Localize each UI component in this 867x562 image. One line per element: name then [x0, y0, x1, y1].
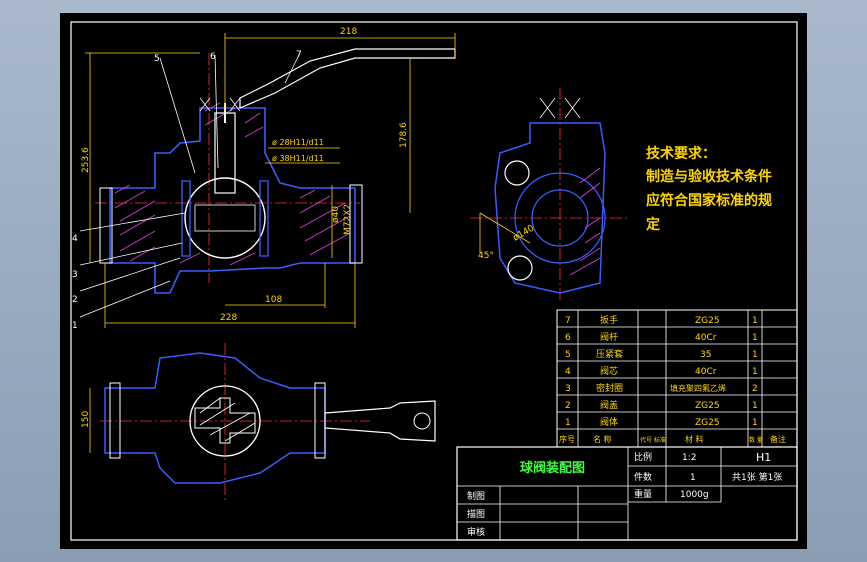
dim-178: 178.6 — [399, 122, 409, 148]
balloon-7: 7 — [296, 50, 302, 60]
svg-text:35: 35 — [700, 350, 711, 360]
svg-text:1: 1 — [752, 418, 758, 428]
drawing-title: 球阀装配图 — [520, 460, 585, 476]
balloon-1: 1 — [72, 321, 78, 331]
front-view — [79, 33, 456, 328]
svg-text:1: 1 — [752, 367, 758, 377]
dim-108: 108 — [265, 295, 282, 305]
svg-text:1: 1 — [752, 350, 758, 360]
dim-angle: 45° — [478, 251, 494, 261]
requirements-line-2: 应符合国家标准的规 — [646, 192, 772, 209]
svg-text:阀杆: 阀杆 — [600, 331, 618, 343]
top-view — [89, 343, 436, 503]
title-block: 球阀装配图 比例 1:2 件数 1 重量 1000g H1 共1张 第1张 制图… — [456, 446, 798, 541]
svg-text:ZG25: ZG25 — [695, 316, 720, 326]
balloon-5: 5 — [154, 54, 160, 64]
dim-m72: M72X2 — [343, 204, 353, 235]
weight-label: 重量 — [634, 488, 652, 500]
svg-text:6: 6 — [565, 333, 571, 343]
svg-text:4: 4 — [565, 367, 571, 377]
count-label: 件数 — [634, 471, 652, 483]
dim-d40: ø40 — [331, 206, 341, 223]
bom-row: 4 阀芯 40Cr 1 — [565, 365, 758, 377]
bom-row: 7 扳手 ZG25 1 — [565, 314, 758, 326]
svg-text:阀盖: 阀盖 — [600, 399, 618, 411]
dim-253: 253.6 — [81, 147, 91, 173]
checked-label: 审核 — [467, 526, 485, 538]
balloon-6: 6 — [210, 52, 216, 62]
balloon-2: 2 — [72, 295, 78, 305]
requirements-title: 技术要求： — [646, 145, 716, 162]
bom-row: 3 密封圈 填充聚四氟乙烯 2 — [565, 382, 758, 394]
drawing-sheet: 218 253.6 178.6 108 228 150 ø40 M72X2 ø1… — [60, 13, 807, 549]
scale-label: 比例 — [634, 451, 652, 463]
bom-row: 2 阀盖 ZG25 1 — [565, 399, 758, 411]
drawn-label: 制图 — [467, 490, 485, 502]
svg-text:密封圈: 密封圈 — [596, 382, 623, 394]
part-balloons: 1 2 3 4 5 6 7 — [72, 50, 302, 331]
dim-228: 228 — [220, 313, 237, 323]
svg-text:2: 2 — [565, 401, 571, 411]
weight-value: 1000g — [680, 490, 709, 500]
svg-text:3: 3 — [565, 384, 571, 394]
side-view — [470, 88, 630, 303]
svg-text:材 料: 材 料 — [685, 434, 704, 444]
bom-row: 6 阀杆 40Cr 1 — [565, 331, 758, 343]
svg-text:7: 7 — [565, 316, 571, 326]
svg-text:1: 1 — [752, 333, 758, 343]
svg-text:填充聚四氟乙烯: 填充聚四氟乙烯 — [670, 383, 726, 393]
bom-header: 序号 名 称 代号 标准 材 料 数 量 备注 — [559, 434, 786, 444]
svg-text:1: 1 — [565, 418, 571, 428]
requirements-line-1: 制造与验收技术条件 — [646, 168, 772, 185]
drawing-frame — [70, 21, 798, 541]
fit-38: ø 38H11/d11 — [272, 154, 324, 163]
balloon-3: 3 — [72, 270, 78, 280]
svg-text:40Cr: 40Cr — [695, 367, 717, 377]
sheet-count: 共1张 第1张 — [732, 471, 782, 483]
svg-text:扳手: 扳手 — [600, 314, 618, 326]
assembly-drawing: 218 253.6 178.6 108 228 150 ø40 M72X2 ø1… — [70, 21, 798, 541]
svg-text:2: 2 — [752, 384, 758, 394]
svg-text:ZG25: ZG25 — [695, 401, 720, 411]
technical-requirements: 技术要求： 制造与验收技术条件 应符合国家标准的规 定 — [646, 145, 772, 233]
svg-text:代号 标准: 代号 标准 — [640, 436, 666, 444]
svg-text:ZG25: ZG25 — [695, 418, 720, 428]
balloon-4: 4 — [72, 234, 78, 244]
requirements-line-3: 定 — [646, 216, 660, 233]
bom-table: 7 扳手 ZG25 1 6 阀杆 40Cr 1 5 压紧套 35 1 4 阀芯 40Cr 1 3… — [556, 309, 798, 448]
traced-label: 描图 — [467, 508, 485, 520]
svg-text:40Cr: 40Cr — [695, 333, 717, 343]
svg-text:5: 5 — [565, 350, 571, 360]
svg-text:压紧套: 压紧套 — [596, 348, 623, 360]
svg-text:数 量: 数 量 — [749, 436, 763, 444]
sheet-code: H1 — [756, 451, 771, 464]
scale-value: 1:2 — [682, 453, 696, 463]
bom-rows: 7 扳手 ZG25 1 6 阀杆 40Cr 1 5 压紧套 35 1 4 阀芯 40Cr 1 3… — [559, 314, 786, 444]
bom-row: 5 压紧套 35 1 — [565, 348, 758, 360]
svg-text:1: 1 — [752, 316, 758, 326]
count-value: 1 — [690, 473, 696, 483]
svg-text:阀体: 阀体 — [600, 416, 618, 428]
svg-text:名 称: 名 称 — [593, 434, 612, 444]
fit-28: ø 28H11/d11 — [272, 138, 324, 147]
dim-218: 218 — [340, 27, 357, 37]
svg-text:1: 1 — [752, 401, 758, 411]
svg-text:备注: 备注 — [770, 434, 786, 444]
dimension-labels: 218 253.6 178.6 108 228 150 ø40 M72X2 ø1… — [81, 27, 536, 428]
svg-text:阀芯: 阀芯 — [600, 365, 618, 377]
svg-text:序号: 序号 — [559, 434, 575, 444]
bom-row: 1 阀体 ZG25 1 — [565, 416, 758, 428]
dim-150: 150 — [81, 411, 91, 428]
